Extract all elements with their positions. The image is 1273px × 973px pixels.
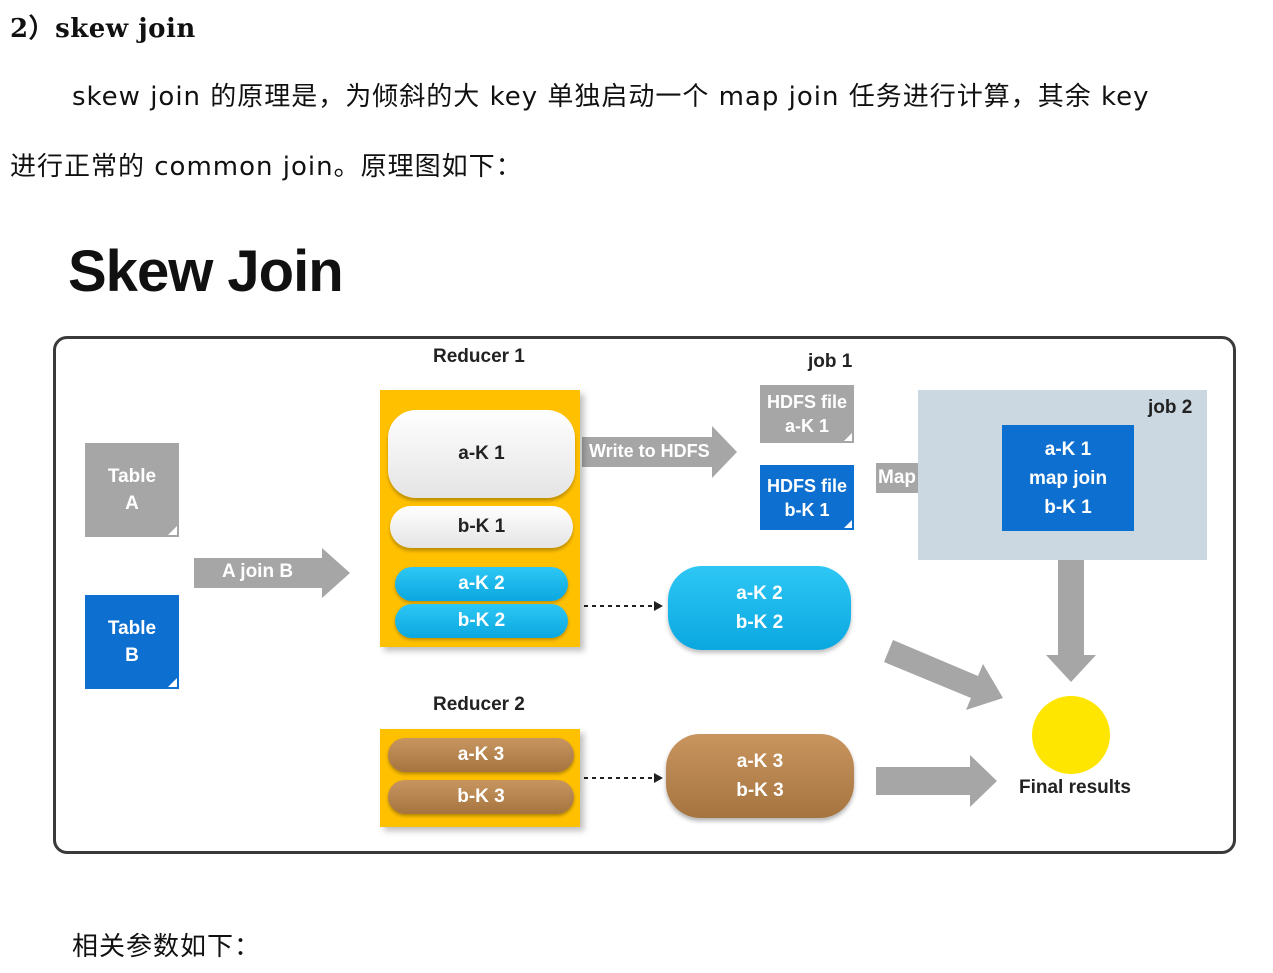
table-b-line-2: B — [125, 645, 139, 666]
map-join-line-1: a-K 1 — [1044, 438, 1092, 460]
reducer-1-item-ak2: a-K 2 — [395, 567, 568, 601]
table-a: Table A — [85, 443, 179, 537]
output-k3-line-1: a-K 3 — [736, 751, 784, 772]
hdfs-file-b: HDFS file b-K 1 — [760, 465, 854, 530]
output-k3: a-K 3 b-K 3 — [666, 734, 854, 818]
reducer-2-item-ak3: a-K 3 — [388, 738, 574, 772]
a-join-b-arrow — [194, 548, 350, 598]
reducer-2-label: Reducer 2 — [433, 694, 525, 715]
output-k3-line-2: b-K 3 — [736, 780, 784, 801]
diagram-title: Skew Join — [68, 239, 344, 304]
reducer-1-item-ak1: a-K 1 — [388, 410, 575, 498]
table-b-line-1: Table — [107, 618, 157, 639]
map-join-box: a-K 1 map join b-K 1 — [1002, 425, 1134, 531]
reducer-1-item-bk2: b-K 2 — [395, 604, 568, 638]
job-2-label: job 2 — [1148, 397, 1193, 418]
k3-arrow — [876, 755, 997, 807]
table-a-line-2: A — [125, 493, 139, 514]
hdfs-file-b-line-1: HDFS file — [766, 475, 847, 496]
hdfs-file-a: HDFS file a-K 1 — [760, 385, 854, 443]
job-1-label: job 1 — [808, 351, 853, 372]
section-heading: 2）skew join — [10, 14, 196, 44]
table-b: Table B — [85, 595, 179, 689]
final-results-sun-icon — [1032, 696, 1110, 774]
output-k2-line-1: a-K 2 — [736, 583, 783, 604]
write-hdfs-label: Write to HDFS — [589, 441, 710, 461]
hdfs-file-b-line-2: b-K 1 — [784, 499, 830, 520]
table-a-line-1: Table — [107, 466, 157, 487]
a-join-b-label: A join B — [222, 561, 294, 582]
reducer-1-label: Reducer 1 — [433, 346, 525, 367]
hdfs-file-a-line-2: a-K 1 — [784, 416, 829, 436]
output-k2-line-2: b-K 2 — [735, 612, 784, 633]
paragraph-line-2: 进行正常的 common join。原理图如下： — [10, 152, 523, 182]
reducer-1-item-bk1: b-K 1 — [390, 506, 573, 548]
output-k2: a-K 2 b-K 2 — [668, 566, 851, 650]
write-hdfs-arrow — [582, 426, 737, 478]
diagonal-arrow — [884, 640, 1003, 710]
map-join-line-3: b-K 1 — [1044, 496, 1092, 518]
map-join-line-2: map join — [1028, 467, 1108, 489]
job2-down-arrow — [1046, 560, 1096, 682]
footer-text: 相关参数如下： — [72, 932, 262, 962]
paragraph-line-1: skew join 的原理是，为倾斜的大 key 单独启动一个 map join… — [72, 82, 1150, 112]
final-results-label: Final results — [1019, 777, 1131, 798]
reducer-2-item-bk3: b-K 3 — [388, 780, 574, 814]
hdfs-file-a-line-1: HDFS file — [766, 392, 847, 412]
